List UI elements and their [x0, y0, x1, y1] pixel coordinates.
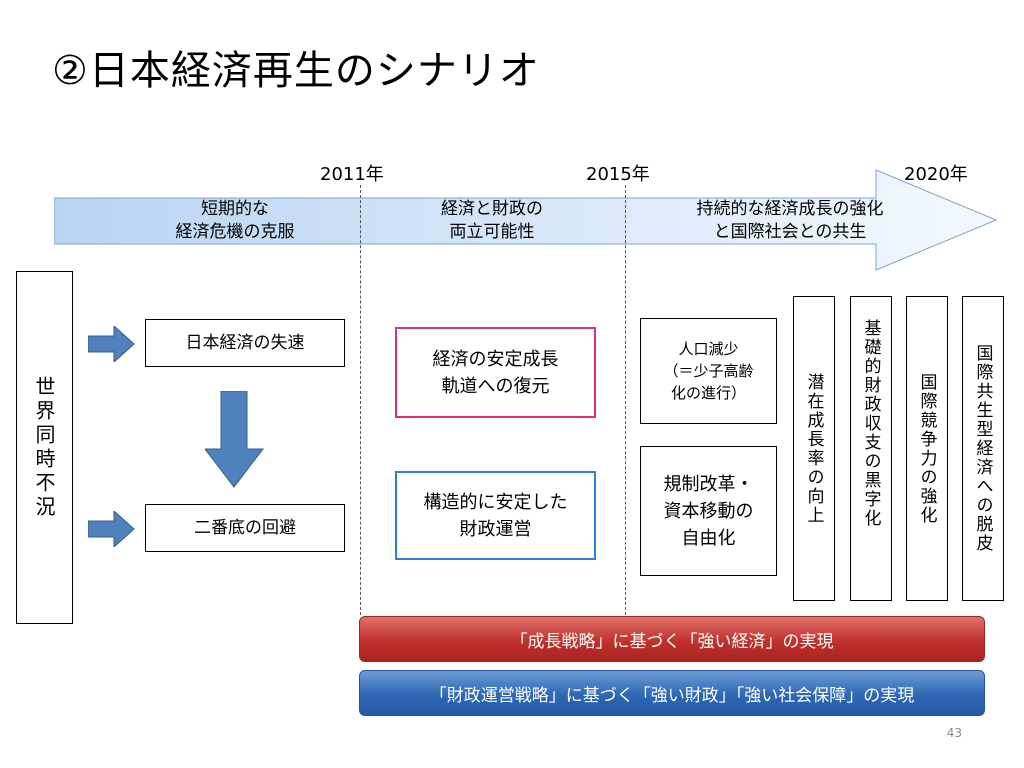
- year-label-2015: 2015年: [586, 164, 650, 185]
- strong-economy-bar: 「成長戦略」に基づく「強い経済」の実現: [359, 616, 985, 662]
- year-label-2011: 2011年: [320, 164, 384, 185]
- timeline-arrow: [54, 169, 998, 271]
- potential-growth-label: 潜在成長率の向上: [803, 372, 824, 525]
- avoid-double-dip-label: 二番底の回避: [194, 518, 296, 538]
- potential-growth-box: 潜在成長率の向上: [793, 296, 835, 601]
- phase-label-sustainable: 持続的な経済成長の強化 と国際社会との共生: [696, 199, 884, 242]
- right-arrow-icon: [88, 326, 135, 362]
- slide-title: ②日本経済再生のシナリオ: [52, 48, 540, 94]
- primary-balance-label: 基礎的財政収支の黒字化: [860, 319, 881, 528]
- competitiveness-box: 国際競争力の強化: [906, 296, 948, 601]
- strong-finance-label: 「財政運営戦略」に基づく「強い財政」「強い社会保障」の実現: [429, 685, 915, 706]
- right-arrow-icon: [88, 511, 135, 547]
- phase-label-short-term: 短期的な 経済危機の克服: [175, 199, 295, 242]
- coexistence-economy-box: 国際共生型経済への脱皮: [962, 296, 1004, 601]
- coexistence-economy-label: 国際共生型経済への脱皮: [972, 344, 993, 553]
- year-label-2020: 2020年: [904, 164, 968, 185]
- primary-balance-box: 基礎的財政収支の黒字化: [850, 296, 892, 601]
- divider-2011: [360, 185, 361, 615]
- deregulation-box: 規制改革・ 資本移動の 自由化: [640, 446, 777, 576]
- deregulation-label: 規制改革・ 資本移動の 自由化: [663, 473, 754, 549]
- page-number: 43: [946, 726, 962, 740]
- stable-growth-box: 経済の安定成長 軌道への復元: [395, 327, 596, 418]
- stable-growth-label: 経済の安定成長 軌道への復元: [432, 348, 559, 397]
- strong-finance-bar: 「財政運営戦略」に基づく「強い財政」「強い社会保障」の実現: [359, 670, 985, 716]
- avoid-double-dip-box: 二番底の回避: [145, 504, 345, 552]
- divider-2015: [625, 185, 626, 615]
- phase-label-balance: 経済と財政の 両立可能性: [441, 199, 543, 242]
- competitiveness-label: 国際競争力の強化: [916, 372, 937, 525]
- down-arrow-icon: [205, 391, 265, 488]
- strong-economy-label: 「成長戦略」に基づく「強い経済」の実現: [510, 631, 834, 652]
- economy-slowdown-box: 日本経済の失速: [145, 319, 345, 367]
- world-recession-label: 世界同時不況: [32, 375, 56, 520]
- population-decline-label: 人口減少 （＝少子高齢 化の進行）: [663, 340, 754, 402]
- stable-finance-box: 構造的に安定した 財政運営: [395, 471, 596, 560]
- population-decline-box: 人口減少 （＝少子高齢 化の進行）: [640, 318, 777, 424]
- stable-finance-label: 構造的に安定した 財政運営: [423, 491, 568, 540]
- economy-slowdown-label: 日本経済の失速: [185, 333, 305, 353]
- world-recession-box: 世界同時不況: [16, 271, 73, 624]
